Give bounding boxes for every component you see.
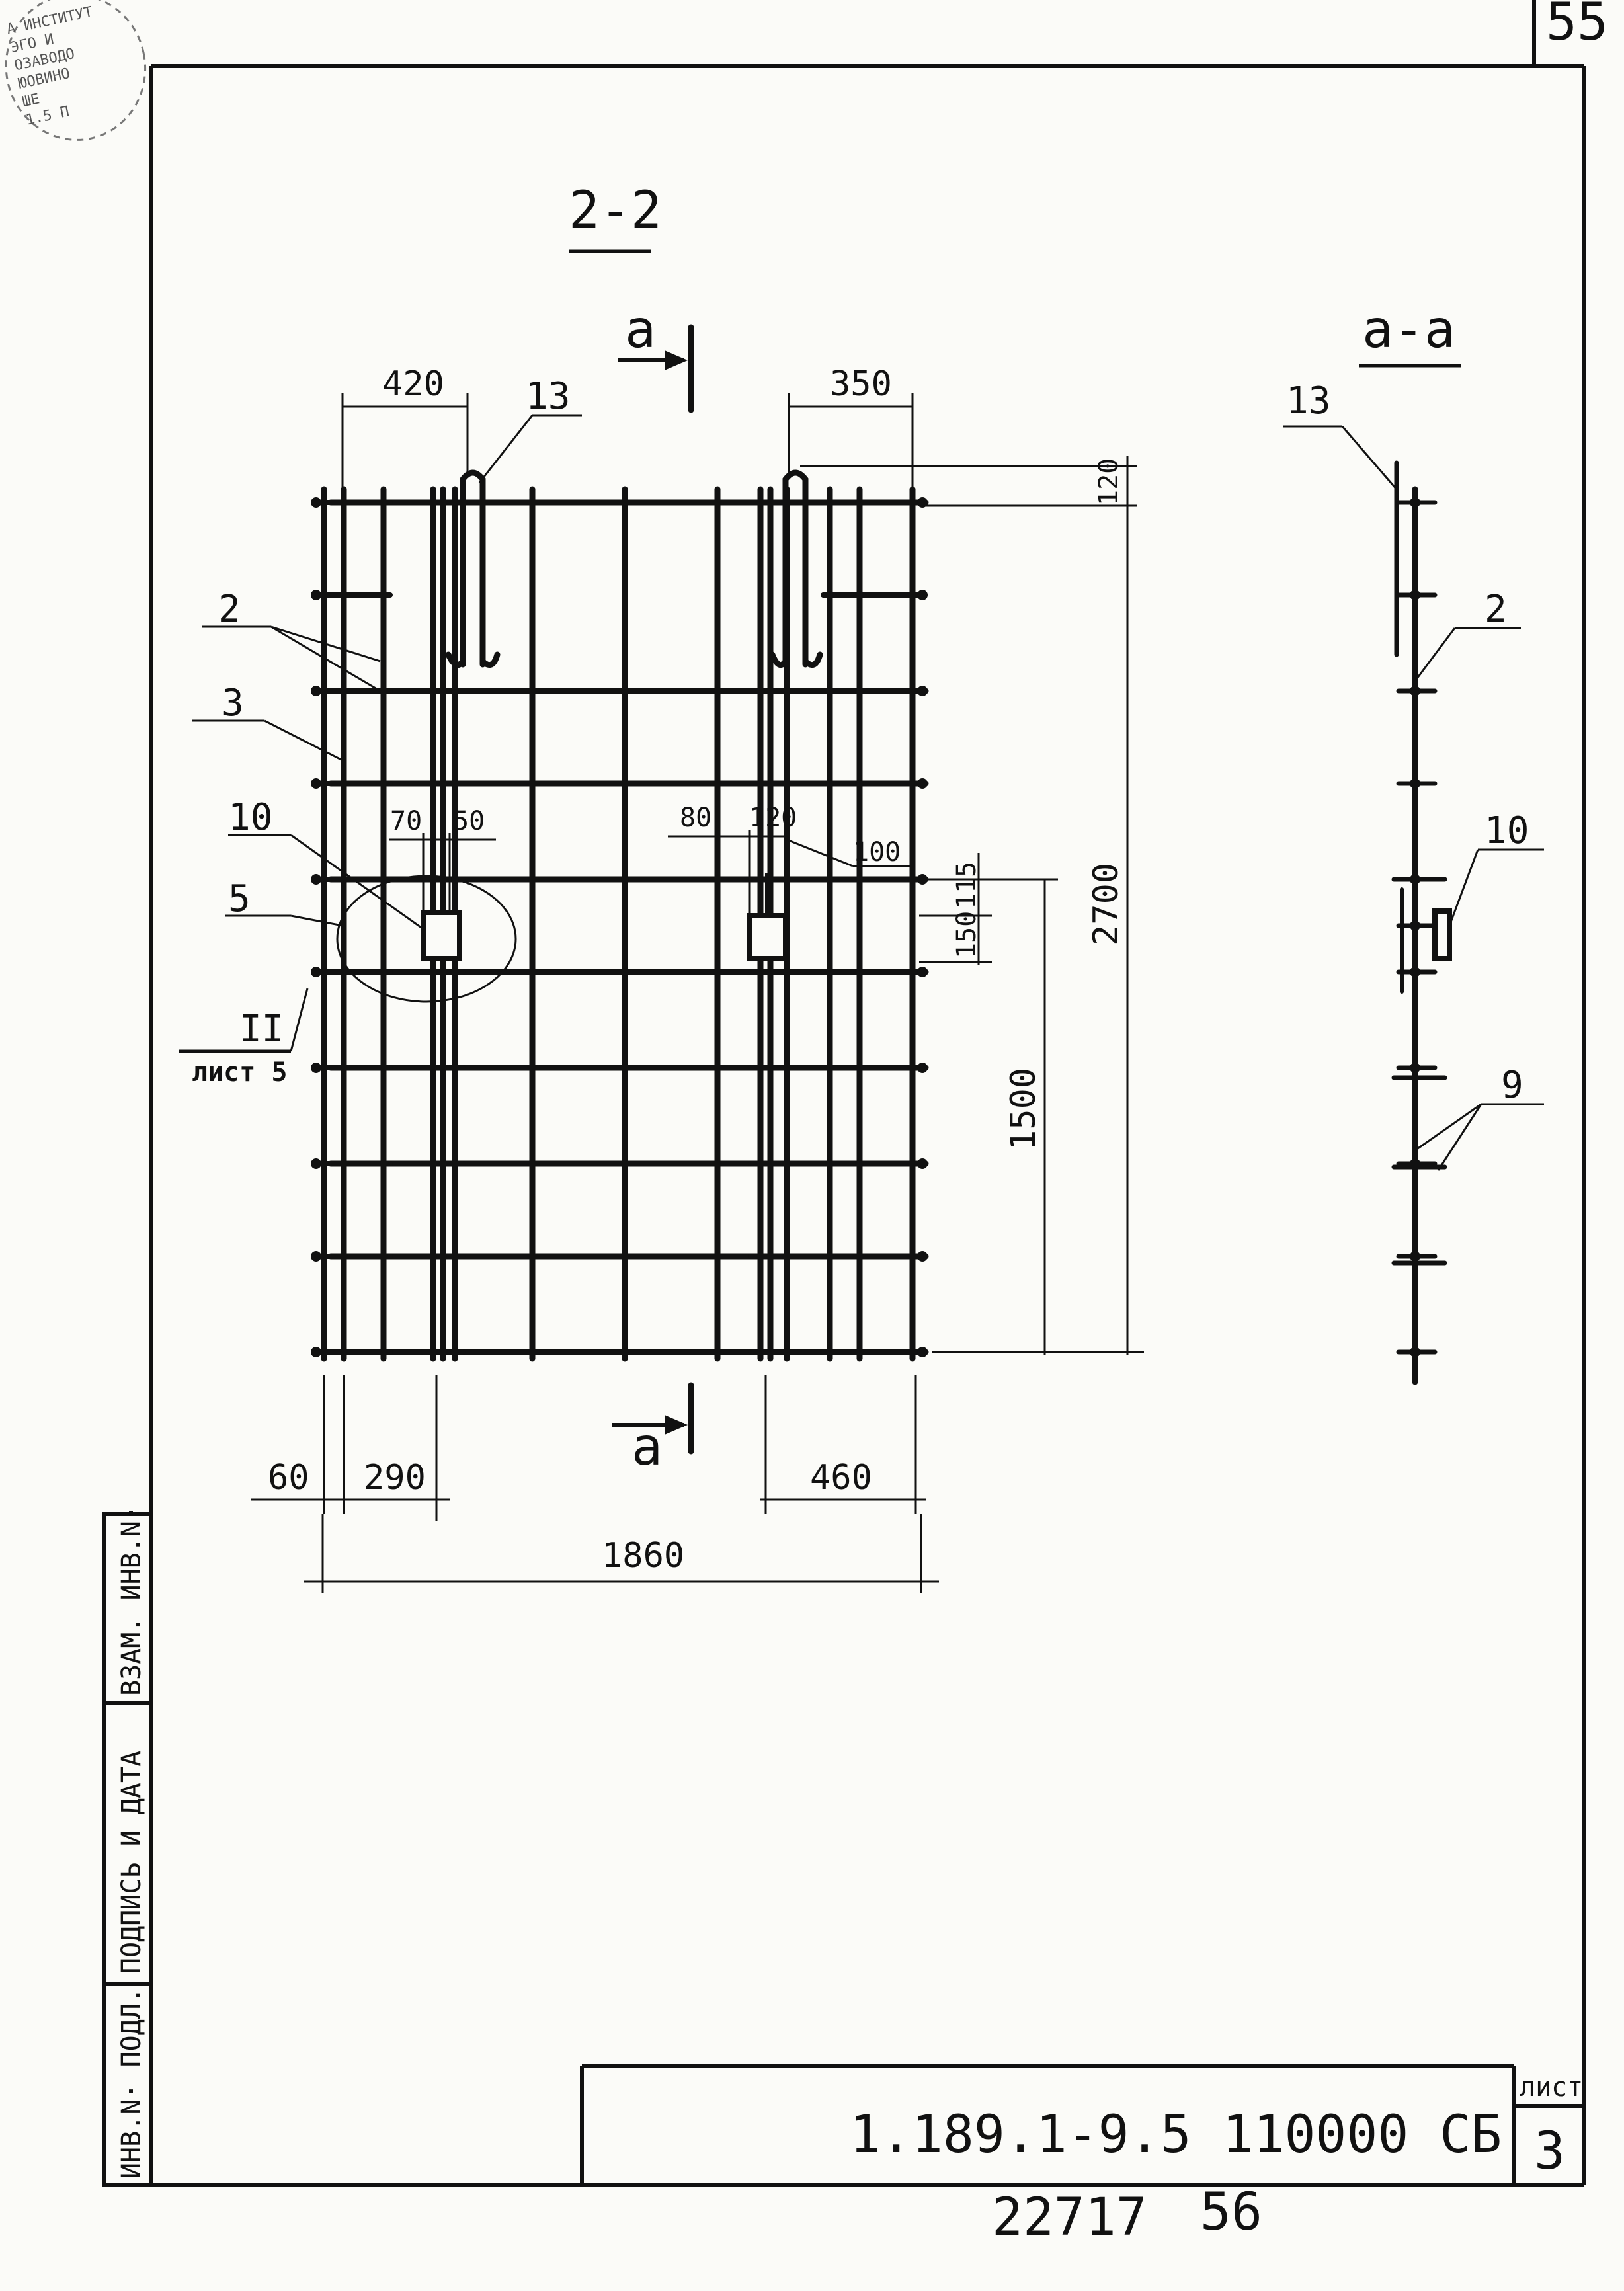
detail-callout-circle (336, 875, 517, 1003)
reinforcement-cage (311, 469, 929, 1362)
embedded-plate (421, 910, 462, 961)
side-section-aa (1391, 460, 1452, 1385)
position-label-10-side: 10 (1484, 809, 1529, 852)
dimension-lines (251, 393, 1144, 1593)
side-bar-end (1410, 967, 1420, 977)
dim-bottom-right: 460 (810, 1458, 872, 1498)
cut-marker-label: а (631, 1418, 663, 1477)
bar-end-dot (917, 1158, 928, 1169)
position-label-3: 3 (222, 682, 244, 725)
position-label-100: 100 (853, 837, 901, 867)
dim-top-offset: 120 (1094, 458, 1124, 506)
footer-number-left: 22717 (992, 2188, 1147, 2247)
lifting-loop-hook (479, 651, 501, 668)
bar-end-dot (311, 686, 321, 696)
sheet-number: 3 (1534, 2122, 1565, 2181)
bar-end-dot (917, 686, 928, 696)
leader-lines (179, 414, 1544, 1171)
cut-marker-label: а (625, 300, 656, 360)
bar-end-dot (917, 590, 928, 600)
side-bar-end (1410, 1347, 1420, 1357)
position-label-10: 10 (228, 796, 272, 839)
side-bar-end (1410, 497, 1420, 508)
dim-top-right: 350 (830, 364, 892, 404)
dim-bottom-total: 1860 (602, 1536, 684, 1576)
position-label-9: 9 (1501, 1064, 1523, 1107)
side-bar-end (1410, 590, 1420, 600)
bar-end-dot (311, 967, 321, 977)
dim-bottom-edge: 60 (268, 1458, 309, 1498)
bar-end-dot (311, 497, 321, 508)
side-bar-end (1410, 1063, 1420, 1073)
side-bar-end (1410, 778, 1420, 789)
side-bar-ends (1391, 497, 1447, 1357)
bar-end-dot (311, 1251, 321, 1262)
bar-end-dot (917, 1347, 928, 1357)
bar-end-dot (311, 1158, 321, 1169)
detail-ref-sheet: лист 5 (192, 1057, 288, 1088)
position-label-2: 2 (218, 588, 241, 631)
page-number: 55 (1546, 0, 1608, 52)
bar-end-dot (917, 1251, 928, 1262)
cut-marker-bottom: а (612, 1382, 694, 1477)
dim-plate-b-right: 120 (749, 803, 797, 833)
dim-plate-gap-a: 115 (952, 862, 982, 909)
side-embedded-plate (1432, 908, 1452, 961)
dim-plate-gap-b: 150 (952, 911, 982, 959)
detail-ref-number: II (239, 1008, 284, 1051)
bar-end-dot (311, 590, 321, 600)
sidebar-inv-orig: ИНВ.N· ПОДЛ. (116, 1988, 147, 2179)
doc-code: 1.189.1-9.5 110000 СБ (850, 2105, 1502, 2165)
dim-height-lower: 1500 (1004, 1068, 1043, 1150)
position-label-13: 13 (526, 375, 570, 418)
position-label-5: 5 (228, 877, 251, 920)
position-label-13-side: 13 (1286, 380, 1330, 422)
sidebar-stamp: ИНВ.N· ПОДЛ. ПОДПИСЬ И ДАТА ВЗАМ. ИНВ.N· (102, 1505, 153, 2187)
bar-end-dot (917, 778, 928, 789)
sheet-label: лист (1520, 2072, 1583, 2103)
side-bar-end (1410, 686, 1420, 696)
title-block: 1.189.1-9.5 110000 СБ лист 3 (580, 2064, 1584, 2185)
bar-ends (311, 497, 928, 1357)
side-bar-end (1410, 920, 1420, 931)
footer-number-right: 56 (1200, 2183, 1262, 2242)
bar-end-dot (311, 874, 321, 885)
lifting-loop (782, 469, 809, 668)
dim-plate-a-left: 70 (390, 806, 422, 836)
embedded-plate (747, 913, 788, 961)
sidebar-inv-repl: ВЗАМ. ИНВ.N· (116, 1505, 147, 1696)
short-ladder-bars (313, 500, 925, 1355)
bar-end-dot (917, 1063, 928, 1073)
bar-end-dot (311, 778, 321, 789)
dim-plate-a-right: 50 (453, 806, 485, 836)
position-label-2-side: 2 (1484, 588, 1507, 631)
dim-height-total: 2700 (1086, 863, 1126, 945)
lifting-loop-hook (802, 651, 823, 668)
cut-marker-top: а (618, 300, 694, 413)
section-aa-title: а-а (1362, 300, 1455, 360)
archive-stamp: А ИНСТИТУТ ЭГО И ОЗАВОДО ЮОВИНО ШЕ 1.5 П (5, 0, 147, 141)
dim-plate-b-left: 80 (680, 803, 711, 833)
lifting-loop-hook (769, 651, 789, 668)
lifting-loop-hook (445, 651, 466, 668)
section-title: 2-2 (569, 181, 662, 241)
bar-end-dot (917, 967, 928, 977)
bar-end-dot (311, 1063, 321, 1073)
vertical-bars (321, 486, 916, 1362)
sidebar-sign-date: ПОДПИСЬ И ДАТА (116, 1751, 147, 1974)
dim-bottom-left: 290 (364, 1458, 426, 1498)
bar-end-dot (311, 1347, 321, 1357)
side-bar-end (1410, 1251, 1420, 1262)
stamp-line: ШЕ (20, 91, 41, 110)
dim-top-left: 420 (382, 364, 444, 404)
